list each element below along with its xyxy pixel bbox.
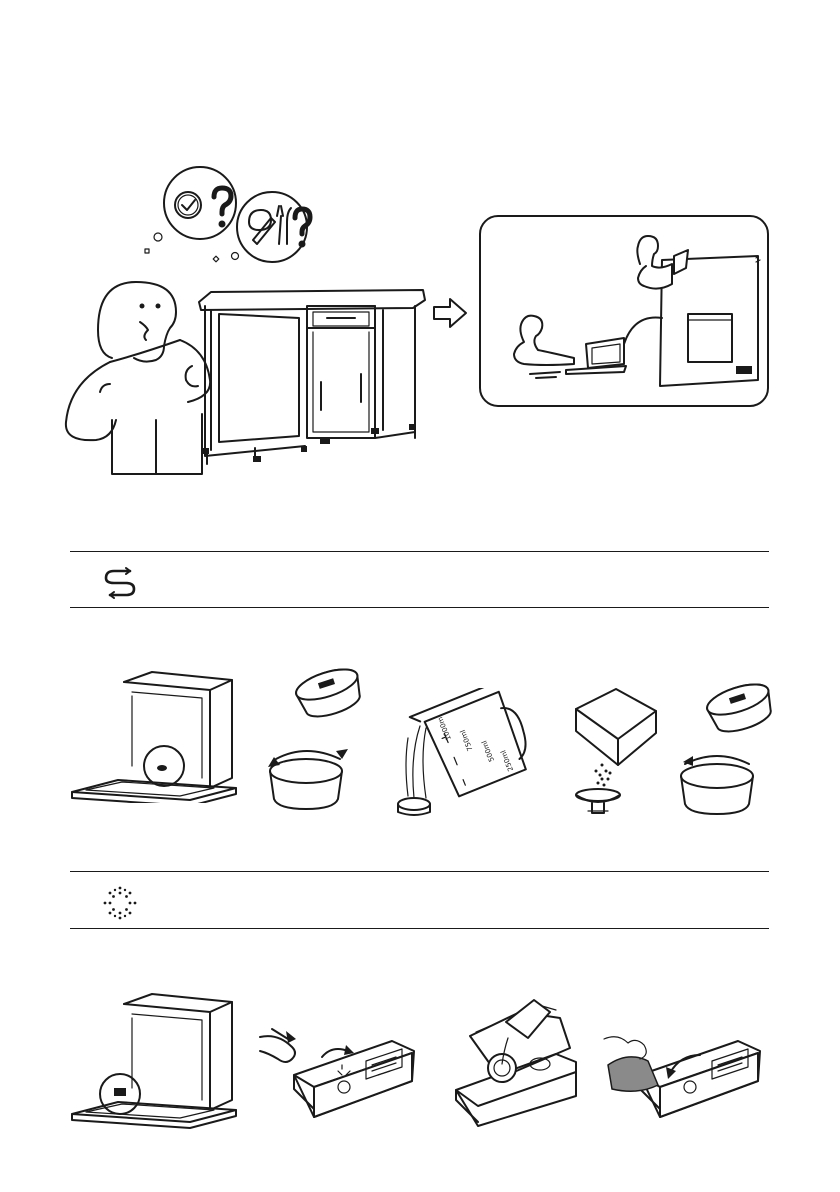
arrow-right-icon bbox=[432, 297, 468, 329]
step-wipe-spill bbox=[600, 1015, 778, 1125]
step-pour-water: 1000ml 750ml 500ml 250ml bbox=[390, 688, 530, 818]
step-open-door bbox=[68, 668, 248, 803]
intro-illustration bbox=[0, 0, 840, 500]
step-open-door bbox=[68, 990, 248, 1130]
manual-and-laptop-icon bbox=[478, 214, 771, 410]
salt-refill-icon bbox=[100, 561, 140, 601]
step-pour-rinse-aid bbox=[450, 998, 580, 1128]
dishes-question-icon bbox=[245, 200, 315, 255]
section-divider bbox=[70, 551, 769, 552]
step-screw-salt-cap bbox=[673, 680, 783, 820]
step-pour-salt bbox=[568, 685, 658, 820]
rinse-aid-icon bbox=[100, 883, 140, 923]
step-unscrew-salt-cap bbox=[262, 655, 372, 815]
step-press-rinse-aid-lid bbox=[258, 1015, 418, 1125]
clock-question-icon bbox=[170, 185, 240, 230]
cabinet-with-dishwasher bbox=[195, 288, 430, 468]
section-divider bbox=[70, 607, 769, 608]
section-divider bbox=[70, 928, 769, 929]
section-divider bbox=[70, 871, 769, 872]
